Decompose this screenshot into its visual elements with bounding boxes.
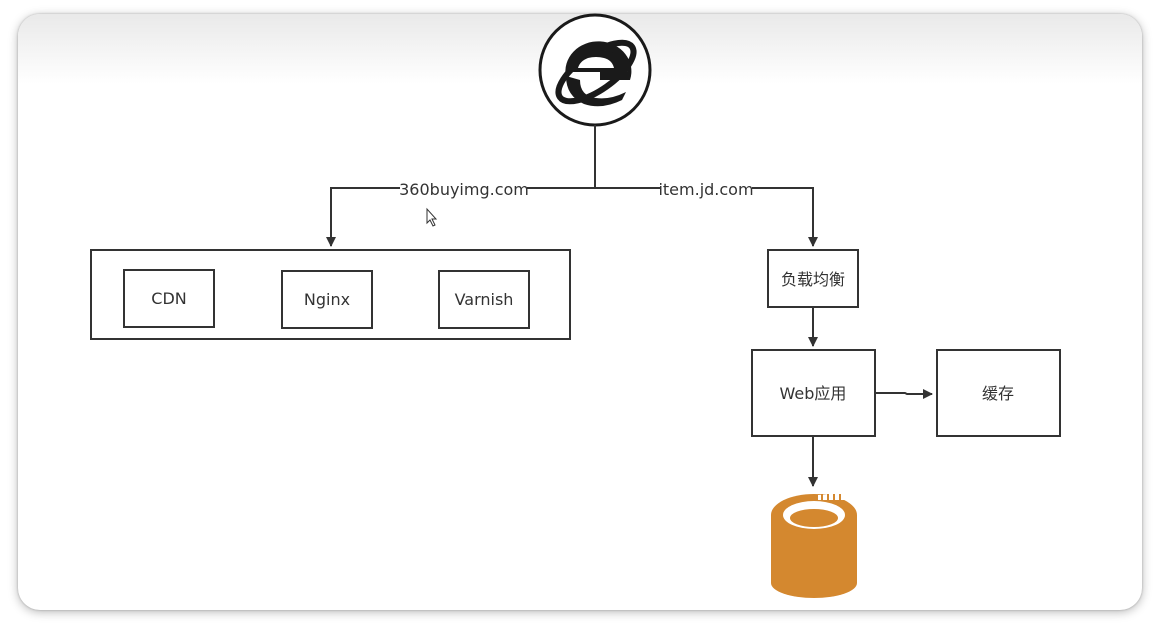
varnish-node[interactable]: Varnish <box>438 270 530 329</box>
internet-explorer-icon[interactable] <box>538 13 652 127</box>
cache-label: 缓存 <box>982 384 1014 403</box>
edge-label-item-jd: item.jd.com <box>658 180 753 199</box>
cdn-node[interactable]: CDN <box>123 269 215 328</box>
web-app-label: Web应用 <box>780 384 847 403</box>
connector-lines <box>326 125 933 487</box>
mouse-cursor-icon <box>426 207 438 227</box>
varnish-label: Varnish <box>455 290 514 309</box>
edge-label-360buyimg: 360buyimg.com <box>399 180 529 199</box>
cache-node[interactable]: 缓存 <box>936 349 1061 437</box>
nginx-node[interactable]: Nginx <box>281 270 373 329</box>
cdn-label: CDN <box>151 289 186 308</box>
database-icon[interactable] <box>771 494 857 598</box>
web-app-node[interactable]: Web应用 <box>751 349 876 437</box>
load-balancer-label: 负载均衡 <box>781 270 845 289</box>
load-balancer-node[interactable]: 负载均衡 <box>767 249 859 308</box>
nginx-label: Nginx <box>304 290 350 309</box>
